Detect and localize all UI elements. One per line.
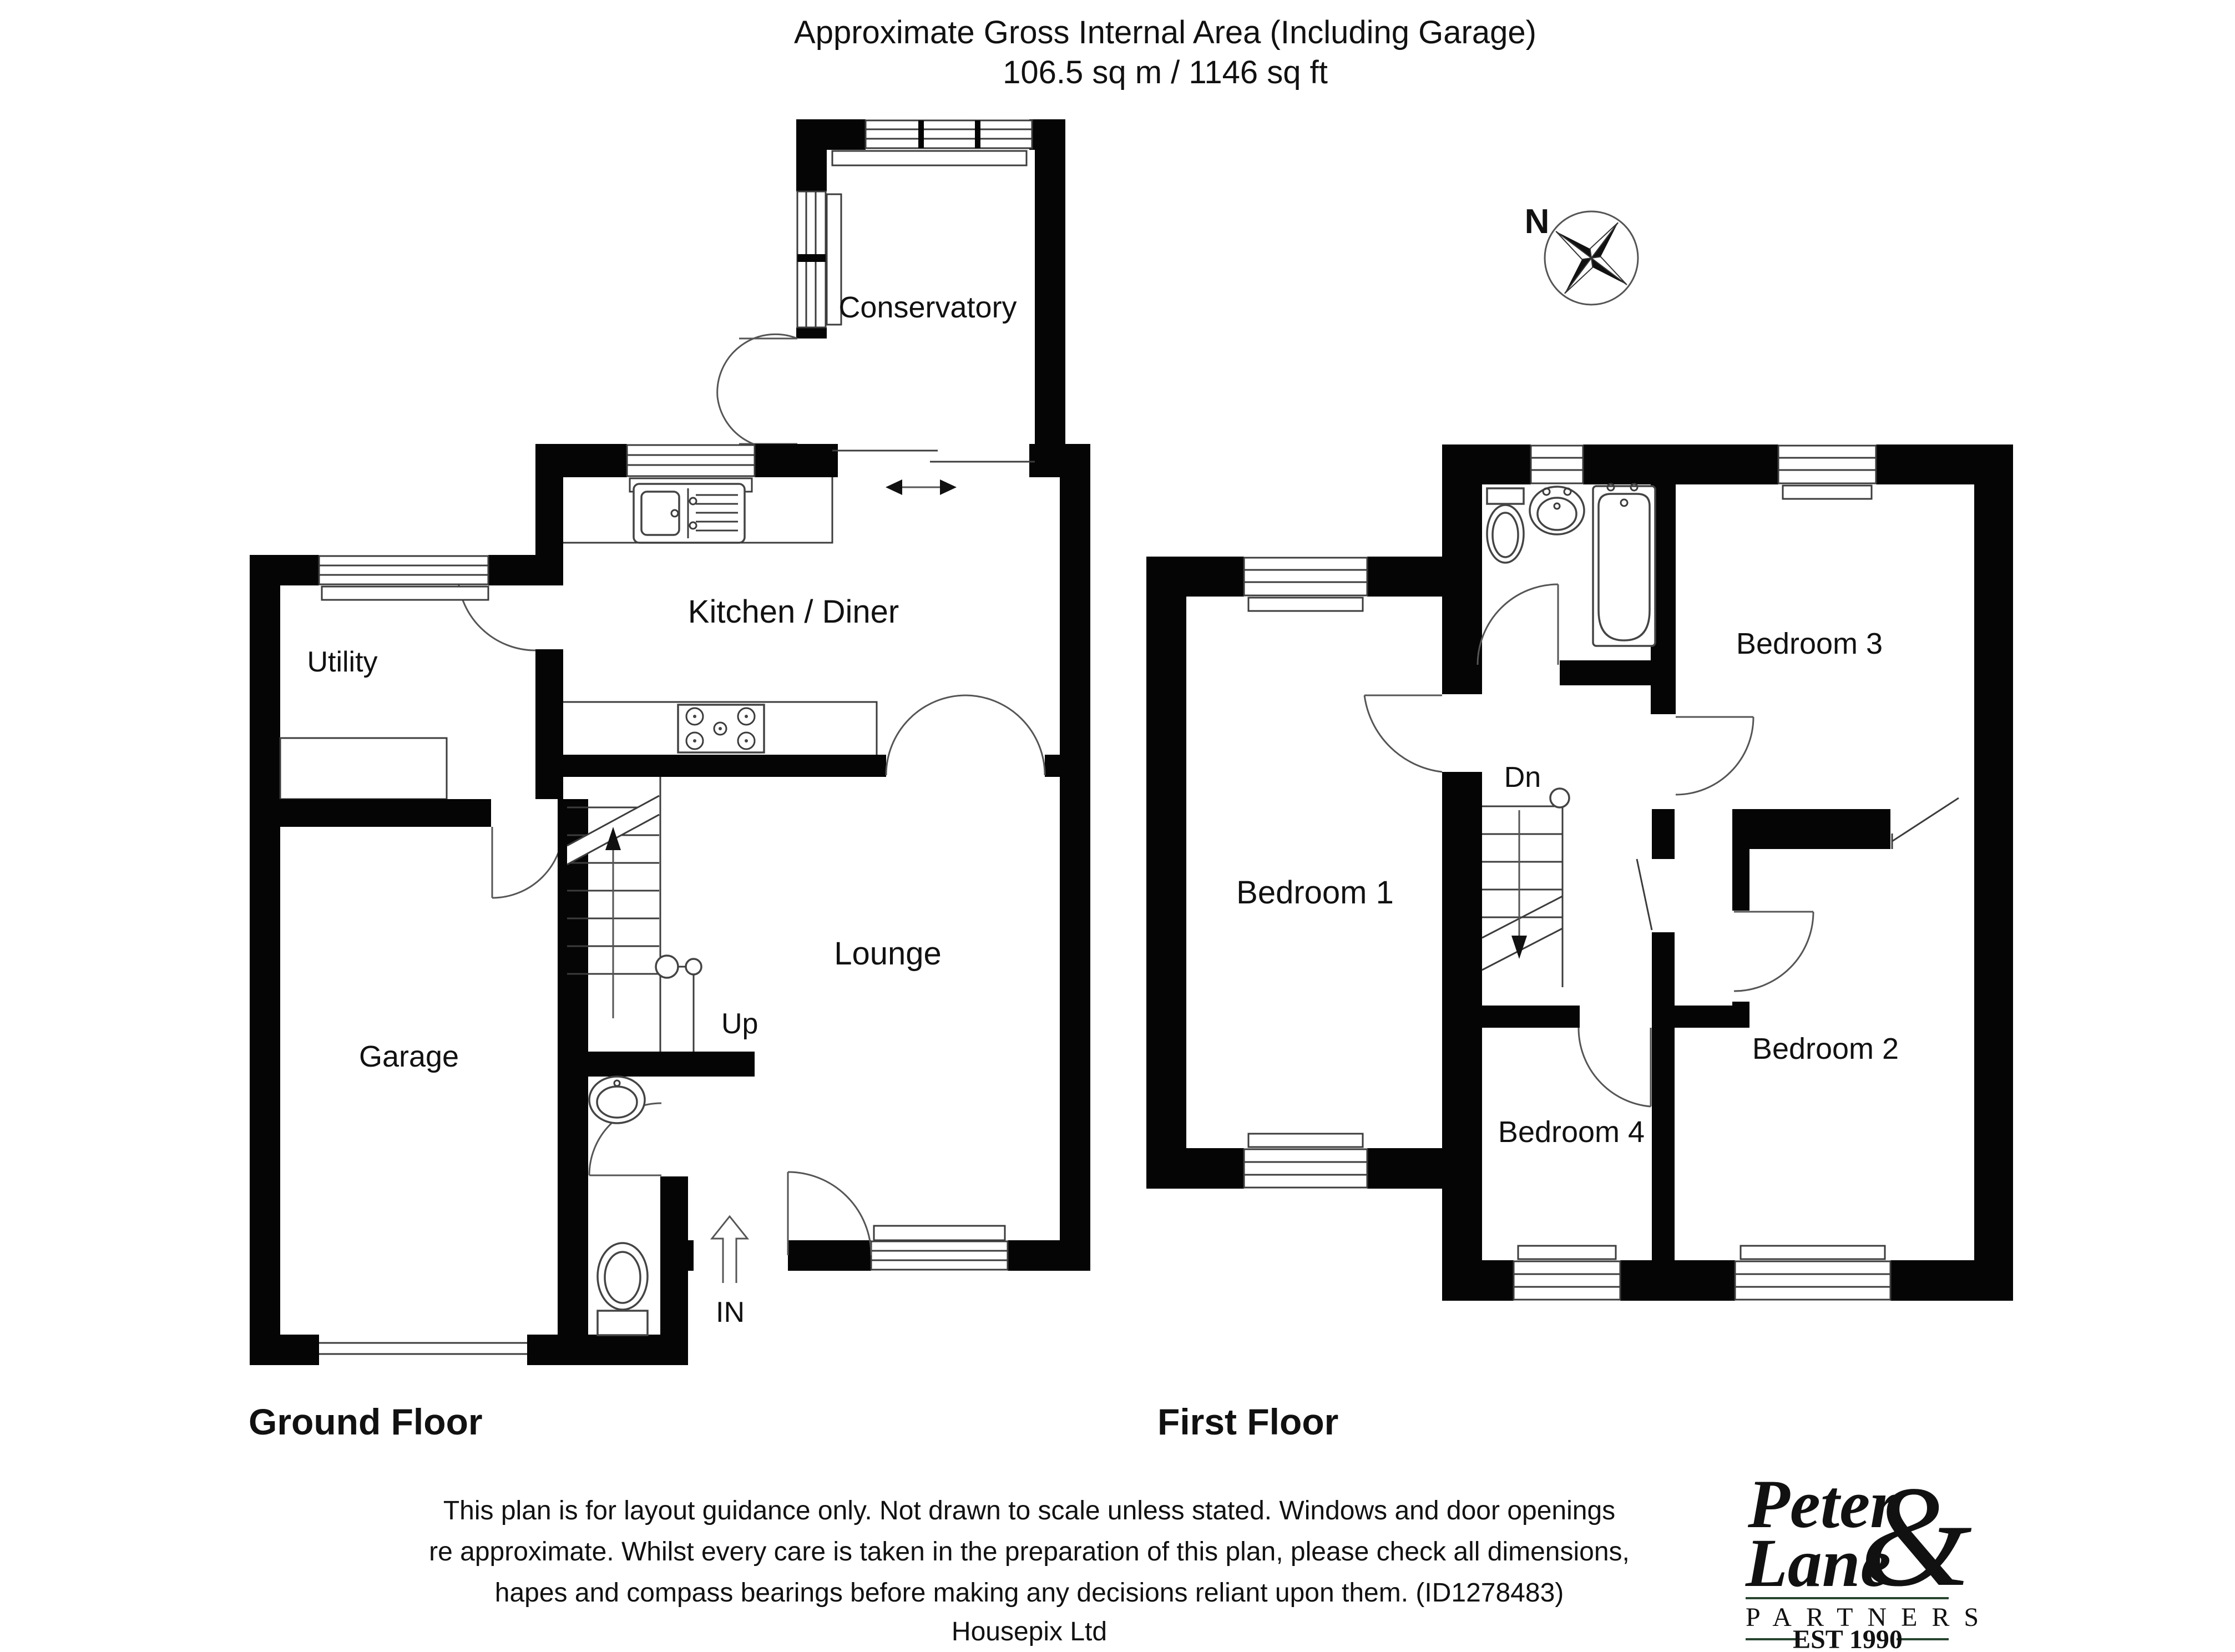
stairs-up: Up: [567, 777, 758, 1052]
bathroom-door: [1476, 583, 1559, 665]
entrance: IN: [710, 1171, 872, 1328]
garage-room: Garage: [250, 799, 688, 1365]
entrance-arrow-icon: [710, 1215, 750, 1283]
wc-room: [558, 1052, 755, 1336]
bathroom-toilet: [1486, 487, 1525, 564]
logo-established: EST 1990: [1793, 1625, 1903, 1652]
bathroom-sink: [1529, 486, 1585, 535]
peter-lane-logo: Peter Lane & PARTNERS EST 1990: [1745, 1457, 1993, 1652]
kitchen-counter-lower: [563, 701, 878, 755]
bedroom4-door: [1577, 1027, 1652, 1108]
kitchen-hob: [677, 704, 765, 754]
conservatory-label: Conservatory: [838, 291, 1017, 324]
front-door: [787, 1171, 872, 1256]
bedroom3-cupboard: [1891, 797, 1959, 849]
page-title-line2: 106.5 sq m / 1146 sq ft: [1003, 54, 1328, 90]
disclaimer-block: This plan is for layout guidance only. N…: [429, 1496, 1630, 1646]
bedroom3-window: [1777, 444, 1877, 500]
bathtub: [1592, 483, 1656, 647]
bedroom4-room: Bedroom 4: [1482, 1006, 1652, 1301]
bathroom-window: [1530, 444, 1584, 484]
bedroom1-top-window: [1243, 557, 1368, 612]
page-title-line1: Approximate Gross Internal Area (Includi…: [794, 14, 1536, 50]
disclaimer-line4: Housepix Ltd: [952, 1617, 1107, 1646]
logo-ampersand: &: [1860, 1457, 1973, 1616]
bedroom2-room: Bedroom 2: [1652, 911, 1899, 1301]
disclaimer-line1: This plan is for layout guidance only. N…: [443, 1496, 1615, 1525]
bedroom4-window: [1513, 1245, 1621, 1301]
utility-counter: [279, 737, 448, 800]
first-floor-name: First Floor: [1157, 1401, 1338, 1442]
up-label: Up: [721, 1008, 758, 1040]
logo-name-line2: Lane: [1745, 1525, 1891, 1601]
kitchen-counter: [563, 477, 833, 544]
bedroom2-door: [1733, 911, 1814, 992]
bedroom3-label: Bedroom 3: [1736, 627, 1883, 660]
kitchen-sink: [633, 483, 746, 544]
bedroom4-label: Bedroom 4: [1498, 1115, 1645, 1149]
lounge-room: Lounge: [688, 936, 1090, 1271]
bedroom1-label: Bedroom 1: [1236, 875, 1394, 911]
conservatory-top-window: [831, 119, 1033, 166]
compass-rose-icon: N: [1525, 203, 1639, 306]
up-arrow-icon: [605, 827, 621, 850]
ground-floor-plan: Conservatory: [249, 119, 1090, 1442]
entrance-label: IN: [716, 1296, 745, 1328]
kitchen-lounge-double-doors: [885, 694, 1046, 776]
garage-door: [319, 1342, 527, 1355]
lounge-label: Lounge: [834, 936, 942, 972]
utility-garage-door: [491, 826, 564, 899]
conservatory-left-window: [796, 190, 842, 329]
lounge-window: [870, 1225, 1009, 1271]
kitchen-diner-room: Kitchen / Diner: [457, 444, 1090, 1271]
bedroom3-door: [1675, 716, 1754, 796]
wc-sink: [588, 1075, 646, 1124]
bedroom1-door: [1363, 694, 1443, 773]
kitchen-label: Kitchen / Diner: [688, 594, 899, 630]
bathroom: [1476, 444, 1676, 714]
logo-name-line1: Peter: [1747, 1466, 1898, 1542]
bedroom3-room: Bedroom 3: [1675, 444, 1959, 849]
bedroom2-label: Bedroom 2: [1752, 1032, 1899, 1065]
conservatory-room: Conservatory: [716, 119, 1065, 449]
dn-arrow-icon: [1511, 936, 1527, 959]
disclaimer-line3: hapes and compass bearings before making…: [495, 1578, 1564, 1608]
wc-door: [588, 1102, 662, 1176]
sliding-door: [832, 449, 1035, 495]
utility-window: [318, 555, 489, 601]
bedroom2-window: [1734, 1245, 1892, 1301]
utility-room: Utility: [250, 555, 564, 1365]
dn-label: Dn: [1504, 761, 1541, 794]
stairs-down: Dn: [1481, 761, 1570, 987]
disclaimer-line2: re approximate. Whilst every care is tak…: [429, 1537, 1630, 1567]
logo-partners: PARTNERS: [1746, 1603, 1993, 1632]
bedroom1-bottom-window: [1243, 1133, 1368, 1189]
first-floor-plan: Bedroom 1: [1146, 444, 2013, 1442]
landing-closet: [1636, 809, 1749, 1028]
wc-toilet: [596, 1242, 649, 1336]
utility-label: Utility: [307, 646, 377, 678]
compass-north-label: N: [1525, 203, 1550, 241]
ground-floor-name: Ground Floor: [249, 1401, 483, 1442]
conservatory-french-doors: [716, 333, 798, 449]
bedroom1-room: Bedroom 1: [1146, 557, 1443, 1189]
garage-label: Garage: [359, 1040, 459, 1073]
